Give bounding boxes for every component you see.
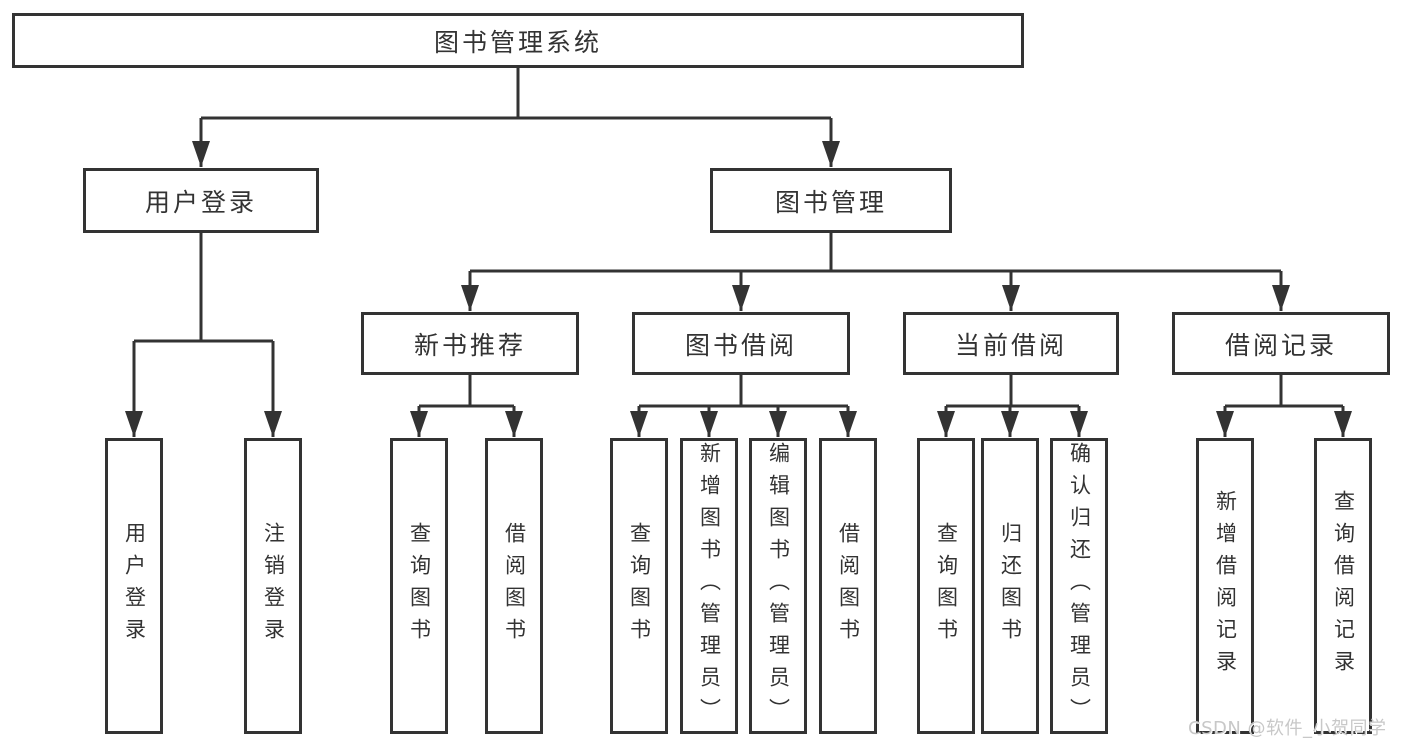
- node-book-management: 图书管理: [710, 168, 952, 233]
- leaf-logout-label: 注销登录: [261, 522, 286, 650]
- leaf-add-borrow-record-label: 新增借阅记录: [1213, 490, 1238, 682]
- leaf-user-login-label: 用户登录: [122, 522, 147, 650]
- leaf-return-books: 归还图书: [981, 438, 1039, 734]
- node-user-login: 用户登录: [83, 168, 319, 233]
- leaf-add-borrow-record: 新增借阅记录: [1196, 438, 1254, 734]
- leaf-query-books-current: 查询图书: [917, 438, 975, 734]
- leaf-borrow-books-recommend-label: 借阅图书: [502, 522, 527, 650]
- leaf-edit-books-admin: 编辑图书（管理员）: [749, 438, 807, 734]
- node-current-borrowing: 当前借阅: [903, 312, 1119, 375]
- leaf-return-books-label: 归还图书: [998, 522, 1023, 650]
- leaf-borrow-books-recommend: 借阅图书: [485, 438, 543, 734]
- leaf-logout: 注销登录: [244, 438, 302, 734]
- leaf-confirm-return-admin-label: 确认归还（管理员）: [1067, 442, 1092, 730]
- leaf-add-books-admin-label: 新增图书（管理员）: [697, 442, 722, 730]
- root-node-library-system: 图书管理系统: [12, 13, 1024, 68]
- leaf-edit-books-admin-label: 编辑图书（管理员）: [766, 442, 791, 730]
- leaf-query-borrow-record-label: 查询借阅记录: [1331, 490, 1356, 682]
- node-borrow-records: 借阅记录: [1172, 312, 1390, 375]
- leaf-query-books-borrowing-label: 查询图书: [627, 522, 652, 650]
- node-new-book-recommend: 新书推荐: [361, 312, 579, 375]
- node-book-borrowing: 图书借阅: [632, 312, 850, 375]
- leaf-query-books-recommend-label: 查询图书: [407, 522, 432, 650]
- csdn-watermark: CSDN @软件_小贺同学: [1188, 718, 1387, 739]
- leaf-add-books-admin: 新增图书（管理员）: [680, 438, 738, 734]
- leaf-query-books-recommend: 查询图书: [390, 438, 448, 734]
- leaf-query-books-current-label: 查询图书: [934, 522, 959, 650]
- leaf-borrow-books-label: 借阅图书: [836, 522, 861, 650]
- leaf-confirm-return-admin: 确认归还（管理员）: [1050, 438, 1108, 734]
- leaf-borrow-books: 借阅图书: [819, 438, 877, 734]
- leaf-user-login: 用户登录: [105, 438, 163, 734]
- leaf-query-books-borrowing: 查询图书: [610, 438, 668, 734]
- leaf-query-borrow-record: 查询借阅记录: [1314, 438, 1372, 734]
